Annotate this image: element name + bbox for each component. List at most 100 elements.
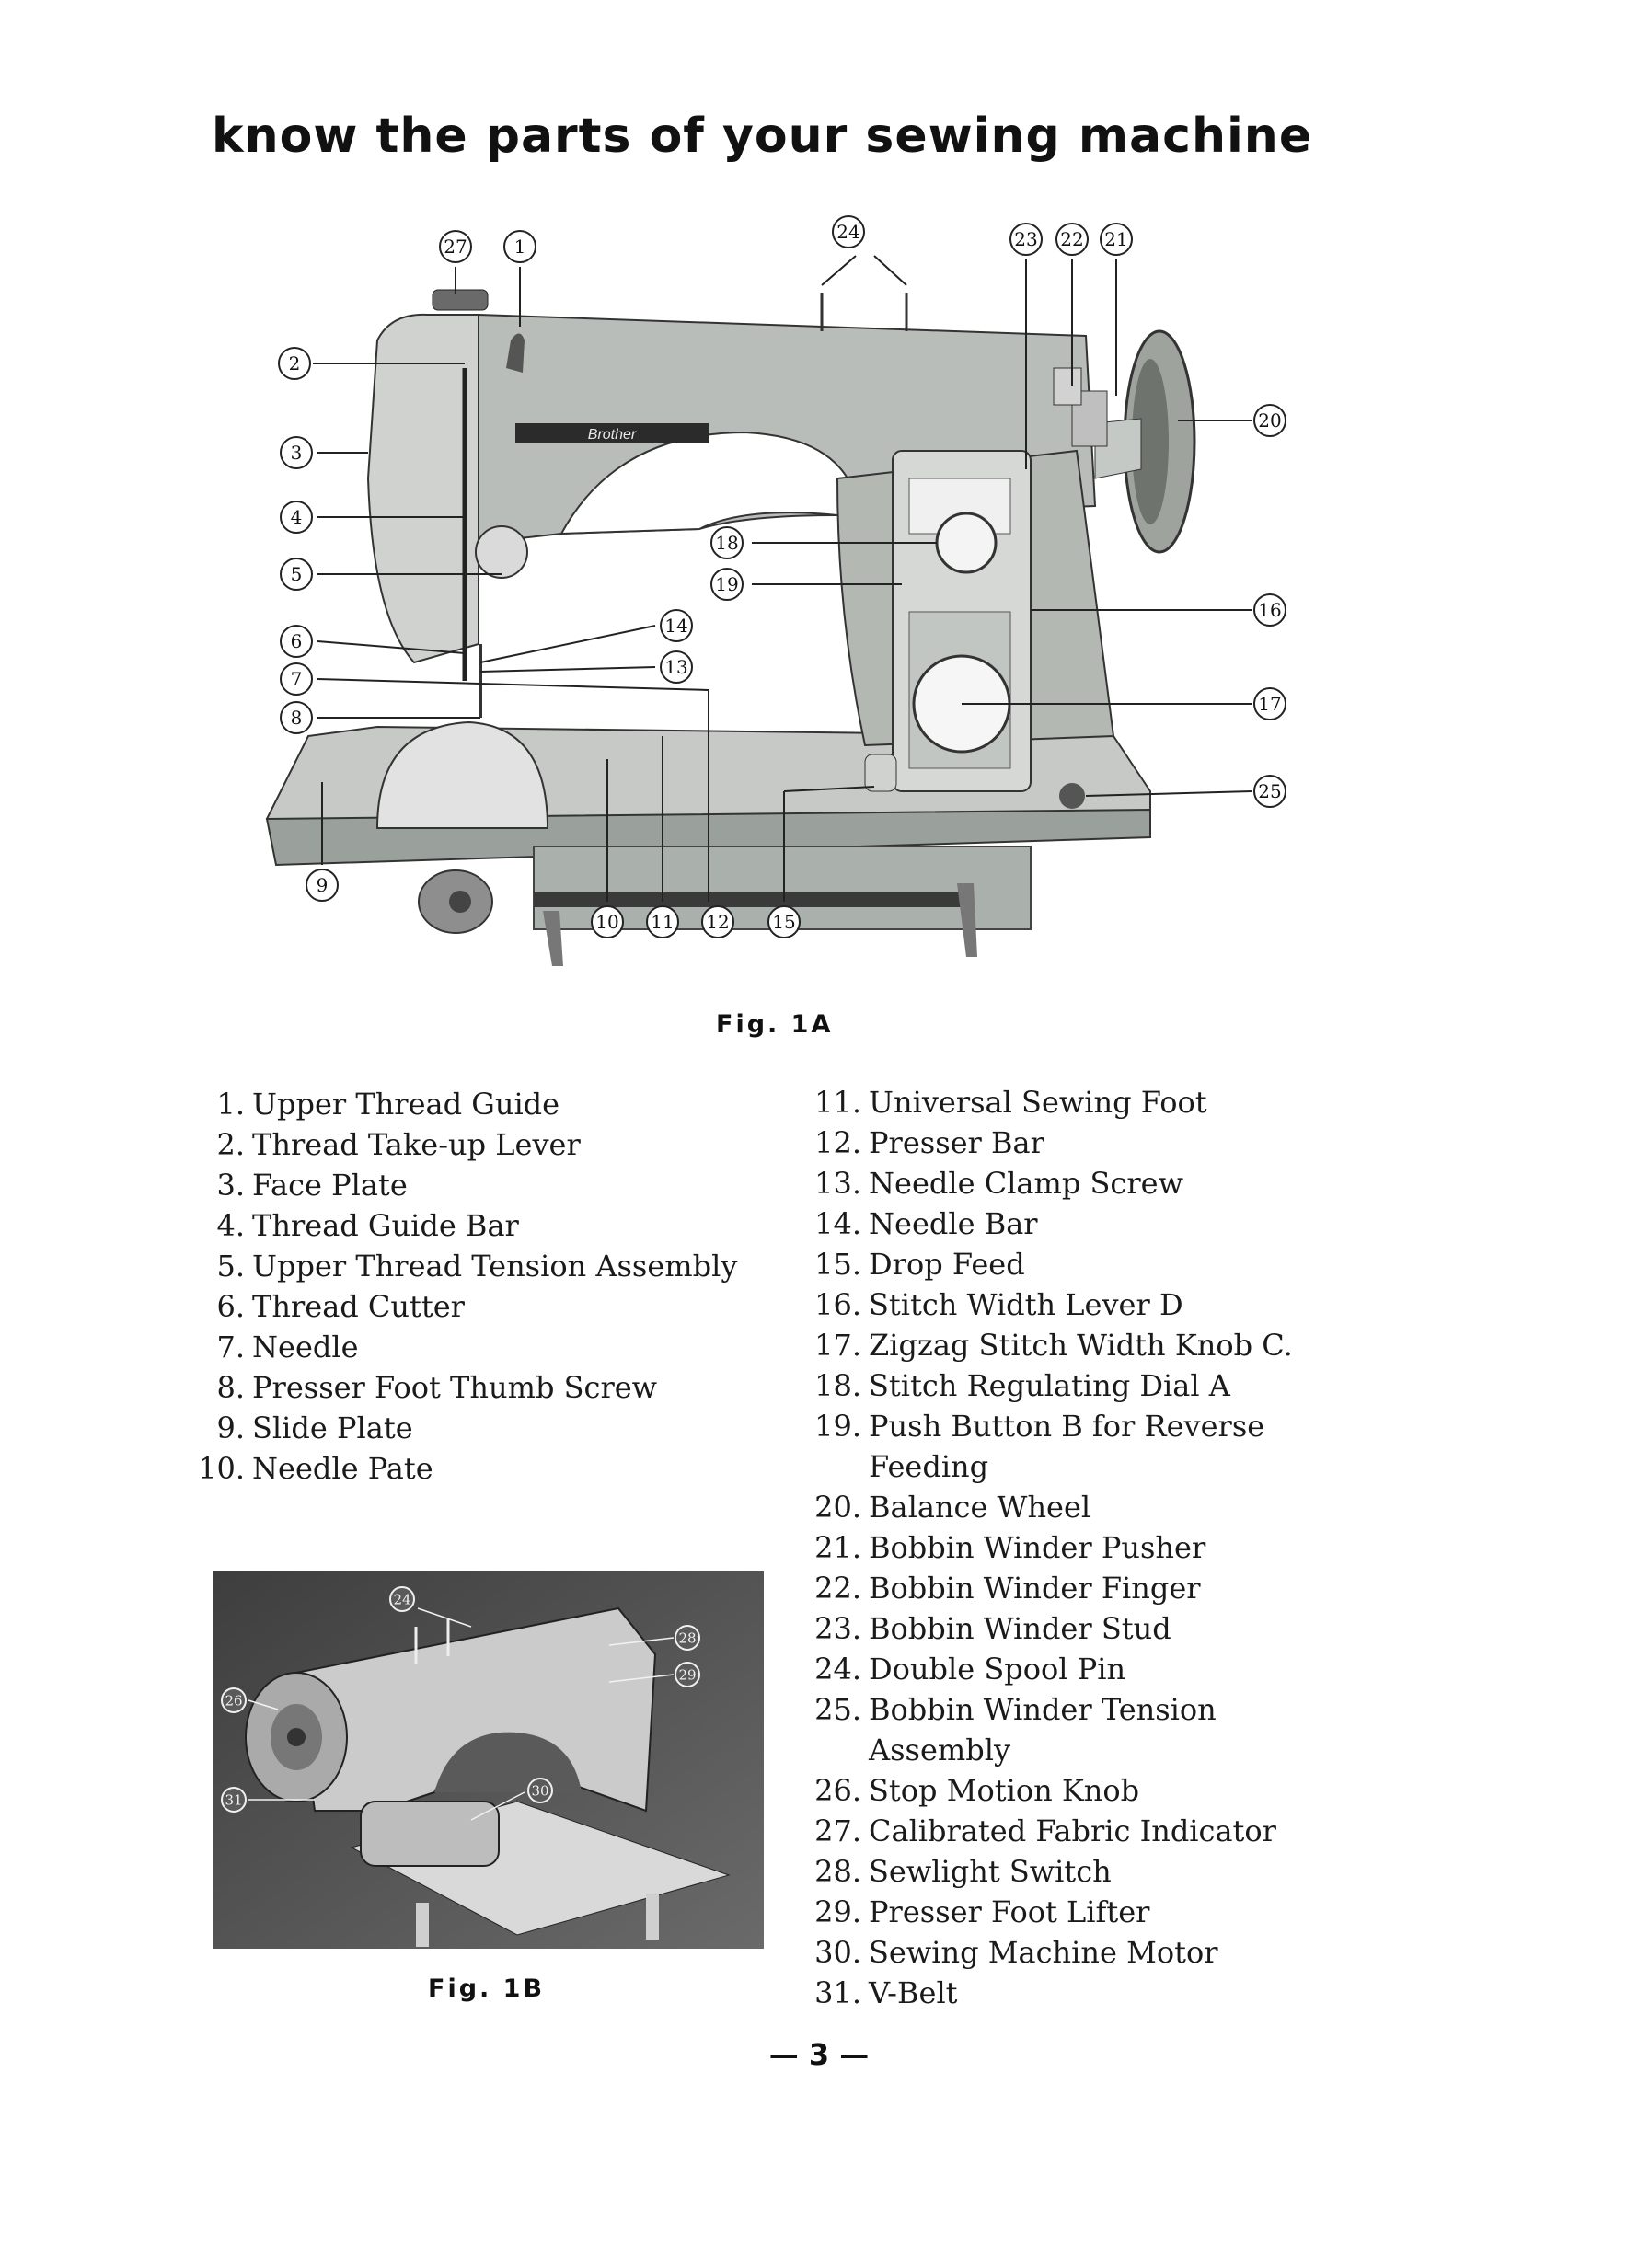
part-name: Upper Thread Guide bbox=[252, 1087, 560, 1122]
part-item: 20.Balance Wheel bbox=[810, 1487, 1362, 1527]
part-item: 14.Needle Bar bbox=[810, 1203, 1362, 1244]
part-name: Slide Plate bbox=[252, 1410, 413, 1445]
part-number: 5. bbox=[216, 1249, 245, 1284]
callout-label: 20 bbox=[1258, 409, 1281, 432]
part-item: 25.Bobbin Winder Tension Assembly bbox=[810, 1689, 1362, 1770]
part-name: Needle Pate bbox=[252, 1451, 433, 1486]
callout-label: 16 bbox=[1258, 599, 1281, 621]
callout-label: 25 bbox=[1258, 780, 1281, 802]
part-item: 21.Bobbin Winder Pusher bbox=[810, 1527, 1362, 1568]
callout-17: 17 bbox=[1253, 687, 1286, 720]
callout-7: 7 bbox=[280, 662, 313, 696]
brand-label: Brother bbox=[588, 427, 637, 443]
part-name: Needle bbox=[252, 1330, 359, 1364]
callout-4: 4 bbox=[280, 501, 313, 534]
callout-label: 7 bbox=[291, 668, 303, 690]
callout-9: 9 bbox=[306, 869, 339, 902]
callout-31: 31 bbox=[221, 1787, 247, 1813]
callout-14: 14 bbox=[660, 609, 693, 642]
part-number: 3. bbox=[216, 1168, 245, 1203]
callout-11: 11 bbox=[646, 905, 679, 938]
part-number: 8. bbox=[216, 1370, 245, 1405]
callout-1: 1 bbox=[503, 230, 536, 263]
callout-25: 25 bbox=[1253, 775, 1286, 808]
callout-label: 26 bbox=[225, 1692, 242, 1709]
callout-label: 13 bbox=[664, 656, 687, 678]
callout-label: 30 bbox=[531, 1782, 548, 1799]
part-number: 18. bbox=[814, 1368, 861, 1403]
sewing-machine-drawing: Brother bbox=[265, 289, 1196, 966]
part-number: 22. bbox=[814, 1571, 861, 1606]
part-item: 8.Presser Foot Thumb Screw bbox=[193, 1367, 764, 1408]
callout-20: 20 bbox=[1253, 404, 1286, 437]
part-item: 22.Bobbin Winder Finger bbox=[810, 1568, 1362, 1608]
fig1b-caption: Fig. 1B bbox=[428, 1974, 546, 2003]
part-item: 16.Stitch Width Lever D bbox=[810, 1284, 1362, 1325]
part-number: 16. bbox=[814, 1287, 861, 1322]
callout-label: 15 bbox=[772, 911, 795, 933]
part-name: Zigzag Stitch Width Knob C. bbox=[869, 1328, 1293, 1363]
callout-27: 27 bbox=[439, 230, 472, 263]
part-name: Thread Cutter bbox=[252, 1289, 465, 1324]
part-name: Bobbin Winder Stud bbox=[869, 1611, 1171, 1646]
part-number: 17. bbox=[814, 1328, 861, 1363]
callout-label: 31 bbox=[225, 1791, 242, 1808]
callout-30: 30 bbox=[527, 1778, 553, 1803]
part-name: Upper Thread Tension Assembly bbox=[252, 1249, 738, 1284]
part-name: Presser Foot Thumb Screw bbox=[252, 1370, 658, 1405]
callout-15: 15 bbox=[767, 905, 801, 938]
part-name: Bobbin Winder Tension Assembly bbox=[869, 1692, 1217, 1767]
callout-label: 6 bbox=[291, 630, 303, 652]
part-number: 11. bbox=[814, 1085, 861, 1120]
part-name: Presser Foot Lifter bbox=[869, 1894, 1150, 1929]
part-number: 7. bbox=[216, 1330, 245, 1364]
callout-23: 23 bbox=[1009, 223, 1043, 256]
part-item: 5.Upper Thread Tension Assembly bbox=[193, 1246, 764, 1286]
callout-label: 11 bbox=[651, 911, 674, 933]
callout-label: 27 bbox=[444, 236, 467, 258]
part-item: 17.Zigzag Stitch Width Knob C. bbox=[810, 1325, 1362, 1365]
part-item: 9.Slide Plate bbox=[193, 1408, 764, 1448]
callout-label: 14 bbox=[664, 615, 687, 637]
part-number: 2. bbox=[216, 1127, 245, 1162]
callout-label: 21 bbox=[1104, 228, 1127, 250]
callout-label: 24 bbox=[393, 1591, 410, 1607]
part-item: 28.Sewlight Switch bbox=[810, 1851, 1362, 1892]
part-name: Stitch Width Lever D bbox=[869, 1287, 1183, 1322]
part-item: 19.Push Button B for Reverse Feeding bbox=[810, 1406, 1362, 1487]
part-name: Universal Sewing Foot bbox=[869, 1085, 1207, 1120]
part-name: Needle Bar bbox=[869, 1206, 1038, 1241]
part-item: 24.Double Spool Pin bbox=[810, 1649, 1362, 1689]
callout-16: 16 bbox=[1253, 593, 1286, 627]
part-item: 23.Bobbin Winder Stud bbox=[810, 1608, 1362, 1649]
part-name: Stitch Regulating Dial A bbox=[869, 1368, 1230, 1403]
part-name: Drop Feed bbox=[869, 1247, 1025, 1282]
part-number: 15. bbox=[814, 1247, 861, 1282]
callout-18: 18 bbox=[710, 526, 744, 559]
part-number: 24. bbox=[814, 1652, 861, 1687]
callout-label: 19 bbox=[715, 573, 738, 595]
leader-lines bbox=[313, 255, 1252, 902]
callout-21: 21 bbox=[1100, 223, 1133, 256]
part-item: 6.Thread Cutter bbox=[193, 1286, 764, 1327]
callout-3: 3 bbox=[280, 436, 313, 469]
part-item: 4.Thread Guide Bar bbox=[193, 1205, 764, 1246]
part-number: 9. bbox=[216, 1410, 245, 1445]
part-name: V-Belt bbox=[869, 1975, 958, 2010]
part-item: 18.Stitch Regulating Dial A bbox=[810, 1365, 1362, 1406]
callout-19: 19 bbox=[710, 568, 744, 601]
fig1a-caption: Fig. 1A bbox=[716, 1010, 834, 1039]
callout-label: 23 bbox=[1014, 228, 1037, 250]
callout-28: 28 bbox=[675, 1625, 700, 1651]
part-number: 26. bbox=[814, 1773, 861, 1808]
callout-label: 4 bbox=[291, 506, 303, 528]
callout-12: 12 bbox=[701, 905, 734, 938]
part-number: 20. bbox=[814, 1490, 861, 1525]
part-name: Double Spool Pin bbox=[869, 1652, 1126, 1687]
callout-22: 22 bbox=[1055, 223, 1089, 256]
callout-10: 10 bbox=[591, 905, 624, 938]
